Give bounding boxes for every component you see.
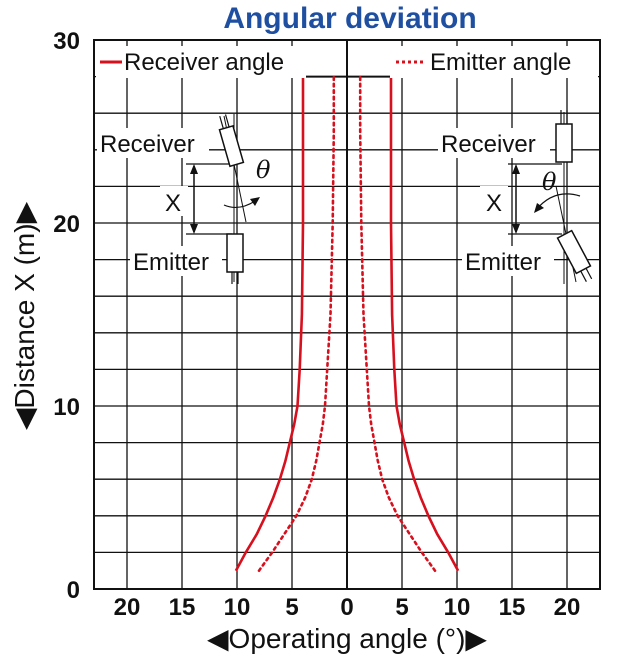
right-inset-emitter-cable-1: [580, 270, 587, 282]
right-inset-x-label: X: [486, 190, 502, 217]
right-inset-emitter-label: Emitter: [465, 249, 541, 276]
right-inset-receiver-body: [555, 123, 573, 163]
x-tick-label: 20: [114, 594, 141, 621]
legend-receiver-label: Receiver angle: [124, 49, 284, 76]
y-tick-label: 20: [53, 211, 80, 238]
left-inset-receiver-label: Receiver: [100, 131, 195, 158]
left-inset-diagram: Receiver Emitter X θ: [97, 114, 271, 284]
legend: Receiver angle Emitter angle: [96, 46, 598, 78]
x-tick-label: 0: [340, 594, 353, 621]
left-inset-angle-arrow-head: [250, 197, 260, 206]
left-inset-receiver-device: [218, 114, 245, 168]
left-inset-emitter-label: Emitter: [133, 249, 209, 276]
left-inset-x-label-bg: [160, 186, 188, 216]
left-inset-emitter-label-bg: [130, 246, 222, 276]
x-tick-label: 5: [395, 594, 408, 621]
y-tick-label: 10: [53, 394, 80, 421]
receiver-angle-line-right: [389, 76, 460, 572]
series-group: [234, 75, 460, 572]
right-inset-arrow-head-top: [512, 164, 520, 174]
y-axis-label: ◀Distance X (m)▶: [9, 201, 40, 430]
x-axis-label: ◀Operating angle (°)▶: [207, 623, 487, 654]
right-inset-emitter-device: [556, 229, 593, 282]
legend-emitter-label: Emitter angle: [430, 49, 571, 76]
x-tick-label: 15: [499, 594, 526, 621]
right-inset-emitter-label-bg: [462, 246, 554, 276]
right-inset-receiver-label-bg: [438, 128, 550, 158]
x-tick-labels: 20 15 10 5 0 5 10 15 20: [114, 594, 581, 621]
emitter-angle-line-left: [257, 75, 336, 572]
right-inset-emitter-cable-2: [585, 267, 593, 280]
x-tick-label: 5: [285, 594, 298, 621]
legend-emitter-bg: [390, 46, 598, 78]
left-inset-arrow-head-bottom: [190, 224, 198, 234]
x-tick-label: 10: [224, 594, 251, 621]
y-tick-labels: 0 10 20 30: [53, 28, 80, 604]
left-inset-receiver-cable-2: [224, 114, 230, 128]
left-inset-receiver-body: [218, 124, 245, 168]
left-inset-emitter-body: [226, 233, 244, 273]
x-tick-label: 15: [169, 594, 196, 621]
right-inset-receiver-label: Receiver: [441, 131, 536, 158]
receiver-angle-line-left: [234, 76, 305, 572]
left-inset-x-label: X: [165, 190, 181, 217]
chart-title: Angular deviation: [223, 2, 476, 35]
emitter-angle-line-right: [358, 75, 437, 572]
right-inset-diagram: Receiver Emitter X θ: [438, 110, 593, 284]
y-tick-label: 30: [53, 28, 80, 55]
right-inset-emitter-body: [556, 229, 592, 275]
right-inset-arrow-head-bottom: [512, 224, 520, 234]
right-inset-angle-arrow-head: [534, 203, 544, 213]
legend-receiver-bg: [96, 46, 306, 78]
x-tick-label: 20: [554, 594, 581, 621]
left-inset-receiver-cable-1: [219, 115, 224, 129]
right-inset-theta-label: θ: [542, 168, 557, 196]
x-tick-label: 10: [444, 594, 471, 621]
left-inset-receiver-label-bg: [97, 128, 209, 158]
left-inset-arrow-head-top: [190, 164, 198, 174]
right-inset-x-label-bg: [480, 186, 508, 216]
left-inset-theta-label: θ: [256, 156, 271, 184]
y-tick-label: 0: [67, 577, 80, 604]
